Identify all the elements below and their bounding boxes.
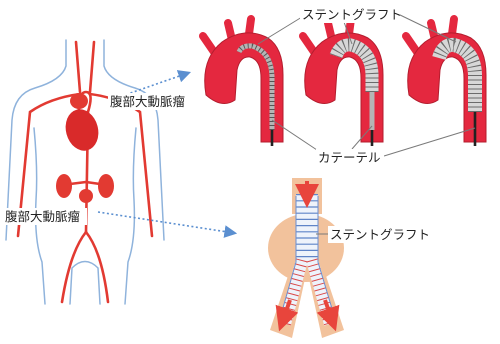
pointer-arrow-to-arch xyxy=(122,73,188,96)
crotch-outline xyxy=(70,262,100,305)
lower-aneurysm-label: 腹部大動脈瘤 xyxy=(5,209,81,224)
stent-graft-leader-1 xyxy=(258,17,302,44)
left-carotid-artery xyxy=(76,42,80,92)
aortic-arch-stage-3 xyxy=(406,19,486,146)
abdominal-stent-graft-illustration xyxy=(268,178,344,338)
stent-graft-label-top: ステントグラフト xyxy=(302,7,402,22)
upper-aneurysm-label: 腹部大動脈瘤 xyxy=(110,94,186,109)
abdominal-aneurysm-bulge xyxy=(79,189,93,203)
stent-graft-label-bottom: ステントグラフト xyxy=(330,227,430,242)
heart xyxy=(61,106,103,155)
body-figure xyxy=(6,40,164,304)
right-carotid-artery xyxy=(90,42,94,92)
left-renal-artery xyxy=(70,182,86,184)
arterial-system xyxy=(18,42,152,302)
pointer-arrow-to-abdominal xyxy=(98,212,234,233)
aortic-arch-stage-1 xyxy=(203,19,283,146)
left-kidney xyxy=(56,174,72,198)
catheter-leader-3 xyxy=(384,128,475,156)
catheter-label: カテーテル xyxy=(318,150,381,165)
right-kidney xyxy=(98,174,114,198)
thoracic-aneurysm-bulge xyxy=(70,93,88,109)
right-arm-artery xyxy=(90,94,152,236)
deployed-stent-segment xyxy=(336,45,372,92)
